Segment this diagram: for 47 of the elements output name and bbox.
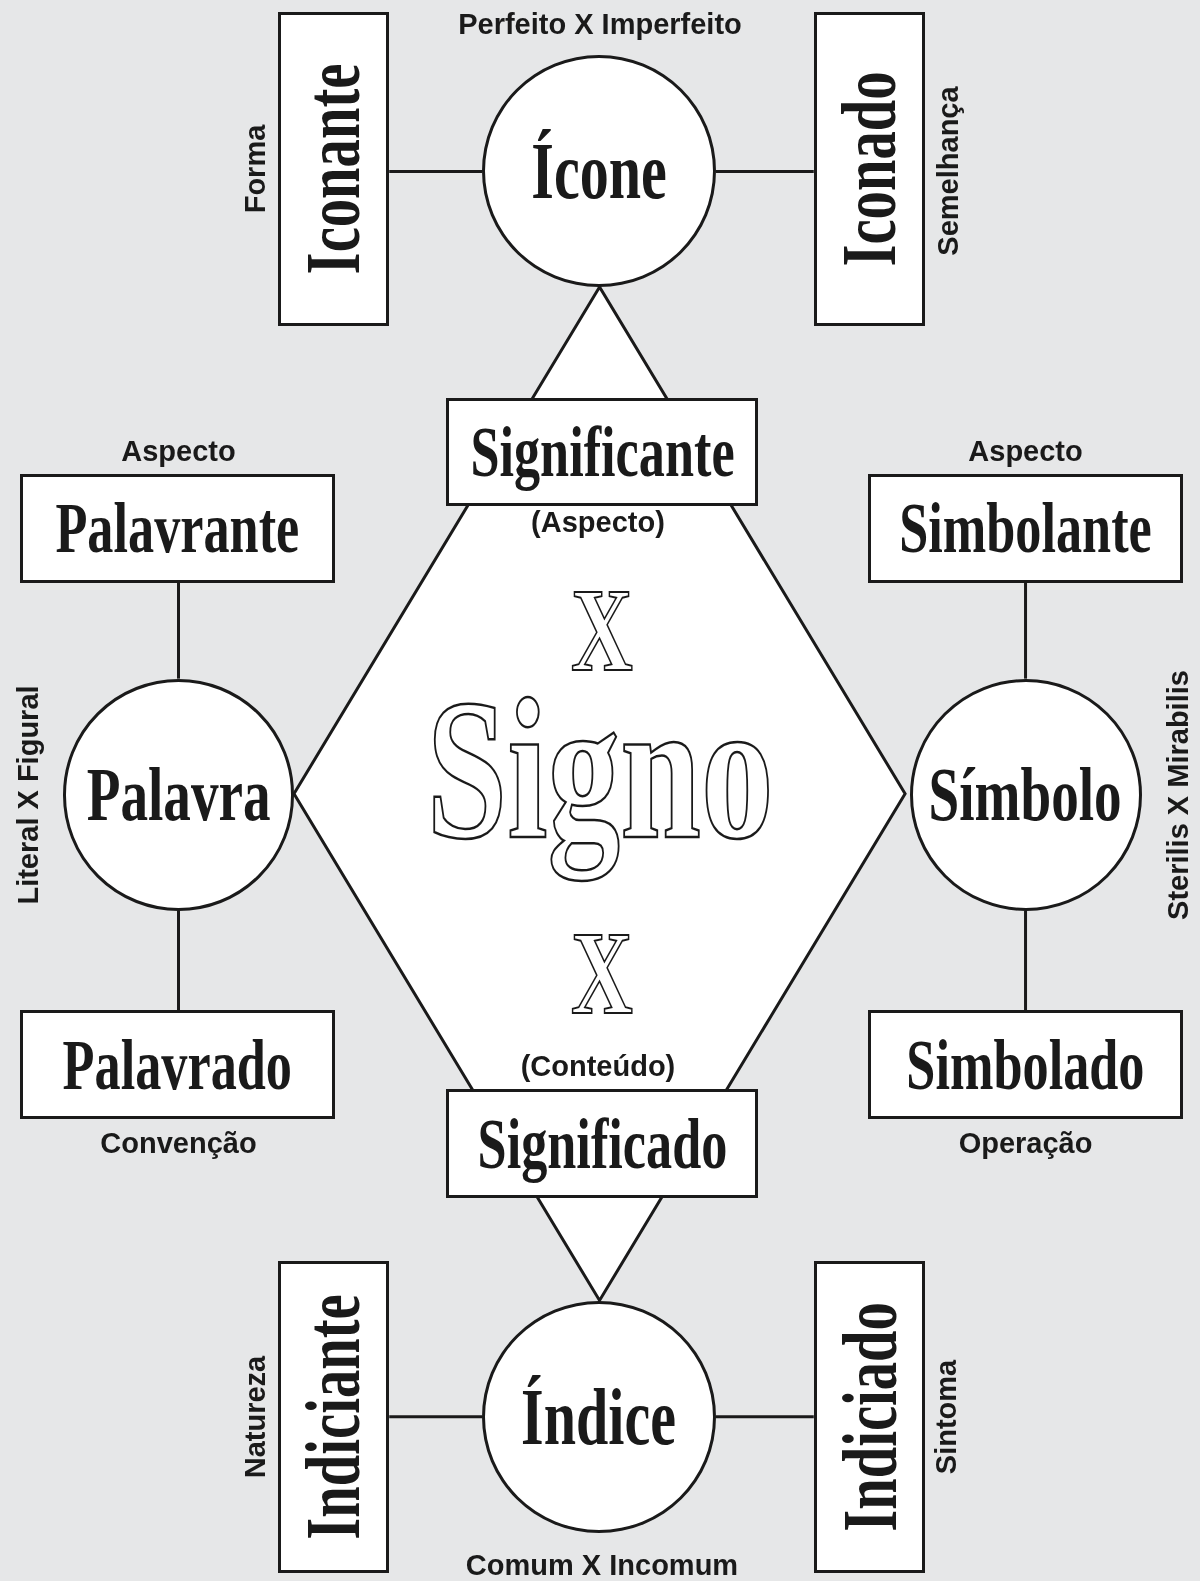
term-box [813,1260,925,1574]
annotation-text: Semelhança [931,86,965,257]
connector-line [1024,582,1028,679]
term-label: Iconado [824,71,914,267]
annotation-text: Operação [958,1126,1093,1159]
annotation-text: (Aspecto) [531,505,665,539]
term-label: Palavrante [55,486,300,571]
annotation-text: Sintoma [929,1359,963,1474]
term-label: Índice [521,1370,677,1463]
term-box [813,12,925,326]
connector-line [715,1415,814,1419]
annotation-text: Aspecto [121,434,236,468]
annotation-text: Comum X Incomum [465,1548,739,1581]
annotation-text: Forma [238,125,272,214]
term-label: Ícone [531,125,667,218]
term-label: Indiciado [824,1301,914,1532]
term-box [868,1010,1183,1120]
term-label: Indiciante [288,1294,378,1540]
connector-line [177,910,180,1011]
term-label: Palavrado [62,1022,293,1107]
annotation-text: Natureza [238,1355,272,1479]
term-box [20,473,335,583]
term-label: Simbolado [906,1022,1145,1107]
term-label: Significante [469,410,735,495]
annotation-text: (Conteúdo) [520,1049,676,1083]
connector-line [389,1415,482,1419]
term-box [278,1260,390,1574]
connector-line [715,169,814,173]
term-label: Palavra [86,750,271,839]
connector-line [1024,910,1028,1011]
term-box [20,1010,335,1120]
annotation-text: Convenção [100,1126,257,1159]
term-label: Simbolante [899,486,1152,571]
annotation-text: Sterilis X Mirabilis [1161,669,1195,920]
annotation-text: Perfeito X Imperfeito [458,7,742,41]
term-label: Iconante [288,63,378,275]
annotation-text: Literal X Figural [11,685,45,905]
term-label: Significado [477,1101,727,1186]
term-box [868,473,1183,583]
term-box [278,12,390,326]
annotation-text: Aspecto [968,434,1083,468]
term-label: Símbolo [928,750,1123,839]
connector-line [389,169,482,173]
term-box [445,398,759,507]
connector-line [177,582,180,679]
term-box [445,1089,759,1198]
outline-x: X [571,905,633,1041]
